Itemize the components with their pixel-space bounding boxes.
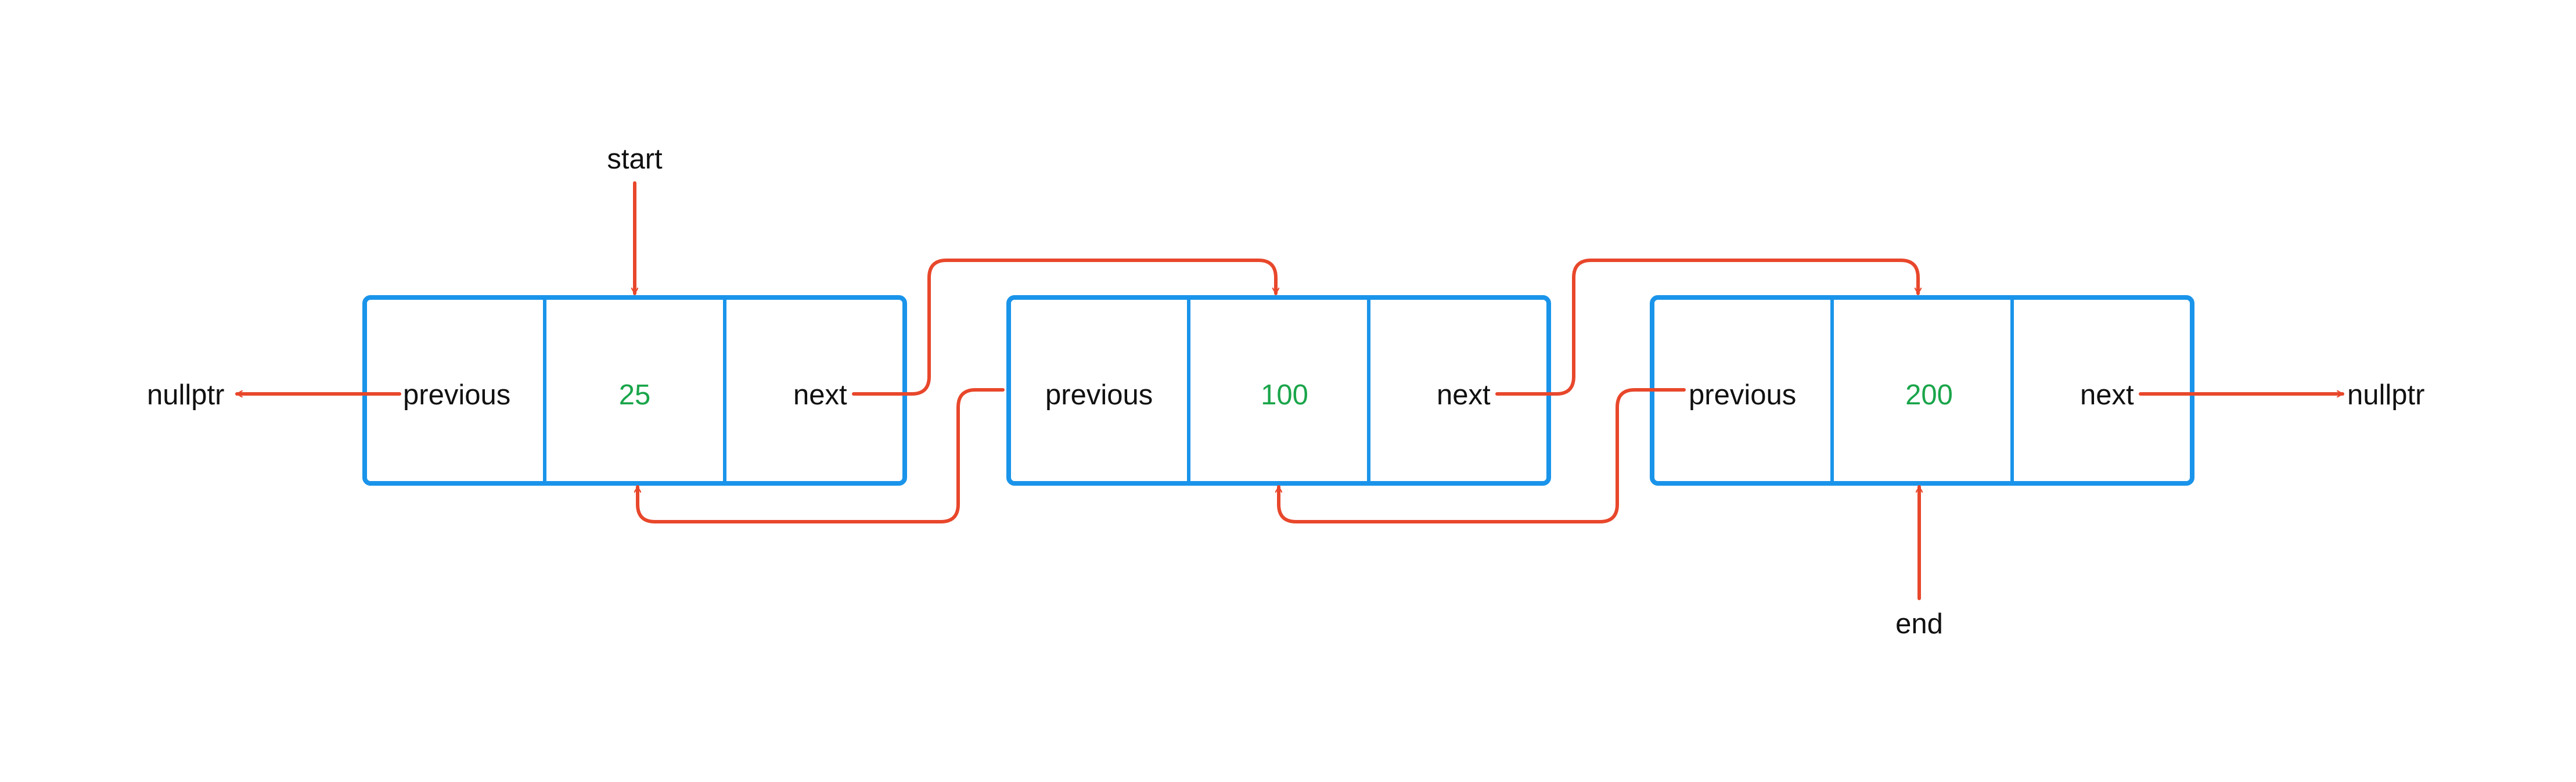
right-nullptr-label: nullptr bbox=[2347, 379, 2424, 411]
left-nullptr-label: nullptr bbox=[147, 379, 224, 411]
node-3: previous 200 next bbox=[1650, 295, 2194, 486]
node-3-next-label: next bbox=[2080, 379, 2134, 411]
node-3-previous-label: previous bbox=[1689, 379, 1796, 411]
node-1-next-arrow bbox=[852, 259, 1276, 396]
node-3-value: 200 bbox=[1905, 379, 1953, 411]
node-2: previous 100 next bbox=[1006, 295, 1551, 486]
node-1-value: 25 bbox=[619, 379, 651, 411]
node-1-box bbox=[362, 295, 907, 486]
node-2-box bbox=[1006, 295, 1551, 486]
start-label: start bbox=[607, 144, 663, 175]
node-1-previous-label: previous bbox=[403, 379, 510, 411]
node-2-previous-arrow bbox=[638, 388, 1005, 523]
node-2-previous-label: previous bbox=[1045, 379, 1153, 411]
node-2-value: 100 bbox=[1261, 379, 1308, 411]
end-label: end bbox=[1895, 608, 1943, 640]
node-1: previous 25 next bbox=[362, 295, 907, 486]
node-2-next-arrow bbox=[1495, 259, 1918, 396]
node-3-previous-arrow bbox=[1279, 388, 1686, 523]
node-1-next-label: next bbox=[793, 379, 847, 411]
node-2-next-label: next bbox=[1437, 379, 1491, 411]
